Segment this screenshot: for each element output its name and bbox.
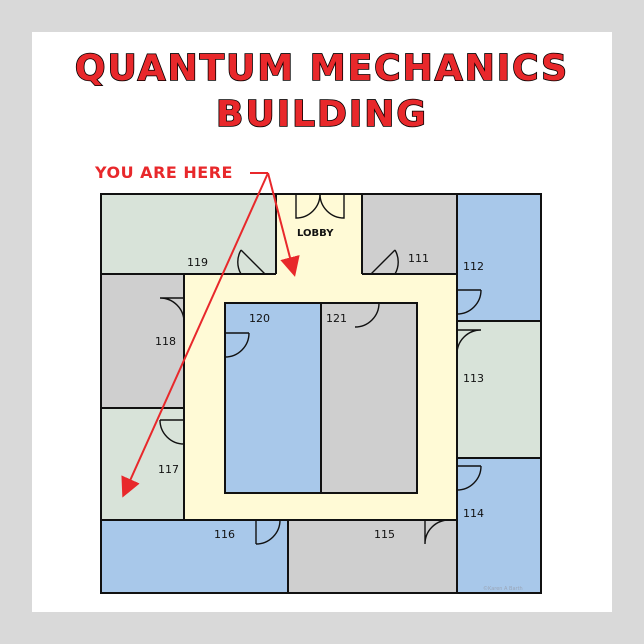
room-114	[457, 458, 541, 593]
room-label-115: 115	[374, 528, 395, 541]
room-label-111: 111	[408, 252, 429, 265]
door-114	[456, 465, 482, 491]
door-116	[255, 519, 281, 545]
room-113	[457, 321, 541, 458]
poster-title-line-2: BUILDING	[216, 94, 428, 135]
door-117	[159, 419, 185, 445]
door-115	[424, 519, 450, 545]
poster-title-line-1: QUANTUM MECHANICS	[75, 48, 569, 89]
room-label-121: 121	[326, 312, 347, 325]
room-112	[457, 194, 541, 321]
door-113	[456, 329, 482, 355]
room-label-112: 112	[463, 260, 484, 273]
room-label-118: 118	[155, 335, 176, 348]
arrow-to-hallway	[267, 172, 300, 277]
room-118	[101, 274, 184, 408]
room-label-116: 116	[214, 528, 235, 541]
door-119	[237, 249, 266, 275]
door-118	[159, 297, 185, 323]
room-111	[362, 194, 457, 274]
room-115	[288, 520, 457, 593]
artist-credit: ©Karen A Barth	[483, 585, 523, 592]
room-label-117: 117	[158, 463, 179, 476]
room-120	[225, 303, 321, 493]
door-112	[456, 289, 482, 315]
lobby-door-right	[319, 193, 345, 219]
room-label-113: 113	[463, 372, 484, 385]
lobby-door-left	[295, 193, 321, 219]
room-label-119: 119	[187, 256, 208, 269]
room-label-120: 120	[249, 312, 270, 325]
arrow-to-room-117	[121, 172, 269, 498]
room-label-114: 114	[463, 507, 484, 520]
building-walls	[100, 193, 542, 594]
lobby-label: LOBBY	[297, 228, 334, 239]
you-are-here-label: YOU ARE HERE	[94, 163, 233, 182]
room-116	[101, 520, 288, 593]
door-111	[370, 249, 399, 275]
room-121	[321, 303, 417, 493]
room-117	[101, 408, 184, 520]
doors	[159, 193, 482, 545]
door-120	[224, 332, 250, 358]
room-119	[101, 194, 276, 274]
door-121	[354, 302, 380, 328]
